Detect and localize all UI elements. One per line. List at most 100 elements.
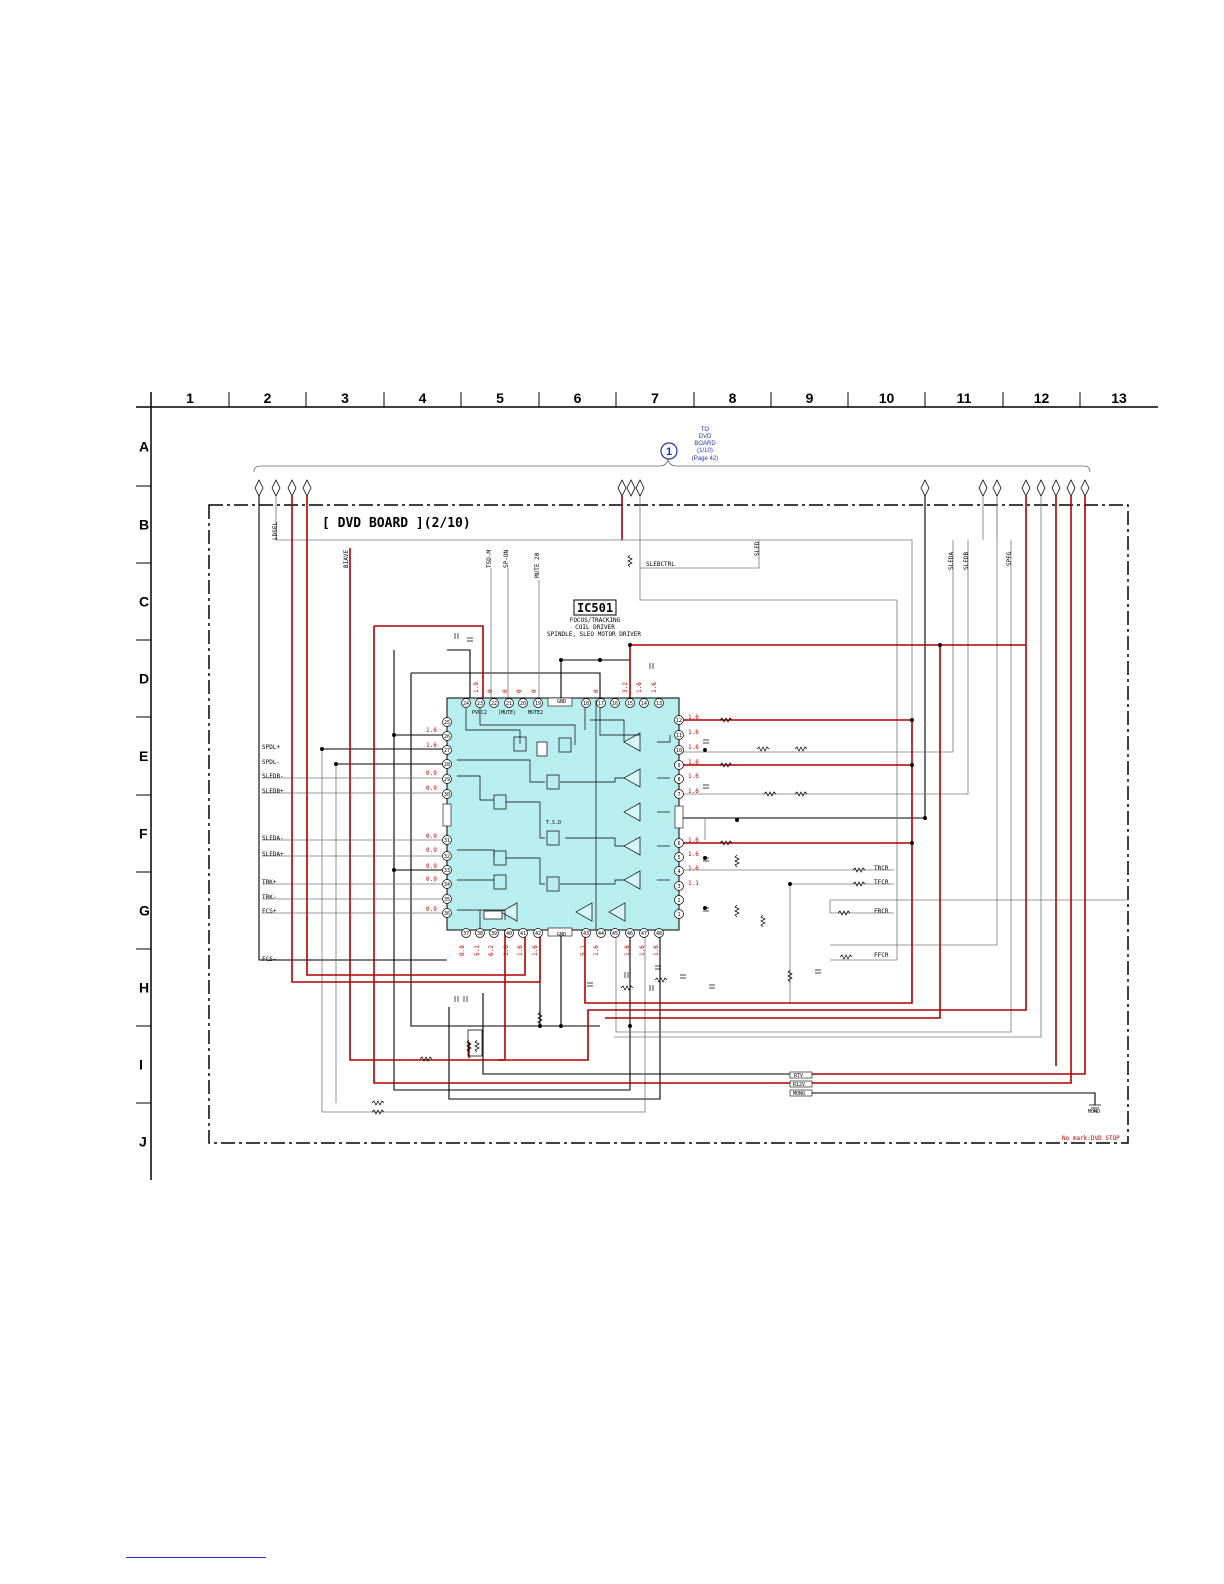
- svg-text:SLEDA-: SLEDA-: [262, 835, 284, 842]
- connector-destination: TO DVD BOARD (1/10) (Page 42): [692, 427, 718, 462]
- ic-pin: [654, 928, 664, 938]
- ic-pin: [610, 928, 620, 938]
- wire: [448, 930, 661, 1100]
- wire: [447, 649, 471, 698]
- junction-dot: [703, 856, 707, 860]
- svg-text:SPDL+: SPDL+: [262, 744, 280, 751]
- terminal-diamond: [626, 479, 636, 497]
- resistor: [794, 791, 808, 797]
- voltage-value: 1.6: [517, 945, 524, 956]
- ic-pin: [674, 715, 684, 725]
- ic-pin: [674, 909, 684, 919]
- switch-block: [558, 737, 572, 753]
- wire: [410, 673, 600, 1027]
- wire: [291, 496, 541, 983]
- ic-gnd-pad: [442, 803, 452, 827]
- voltage-value: 0: [531, 689, 538, 693]
- ic-pin-number: 26: [444, 734, 450, 740]
- wire: [498, 930, 506, 1061]
- resistor: [839, 954, 853, 960]
- ic-pin: [442, 865, 452, 875]
- column-label: 1: [186, 390, 194, 406]
- wire: [374, 625, 484, 698]
- svg-text:BIAVE: BIAVE: [343, 550, 350, 568]
- ic-pin-number: 6: [677, 841, 680, 847]
- junction-dot: [559, 658, 563, 662]
- switch-block: [546, 830, 560, 846]
- svg-text:(MUTE): (MUTE): [498, 710, 516, 716]
- connector-bracket: [253, 458, 1091, 473]
- capacitor: [649, 985, 654, 991]
- page-link-underline[interactable]: [126, 1557, 266, 1558]
- svg-text:SLEDA+: SLEDA+: [262, 851, 284, 858]
- voltage-value: 0: [487, 689, 494, 693]
- ic-pin: [625, 698, 635, 708]
- ic-internal-wire: [506, 857, 545, 885]
- ic-pin-number: 14: [641, 701, 647, 707]
- ic-pin: [674, 760, 684, 770]
- ic-internal-wire: [560, 777, 624, 783]
- voltage-value: 1.1: [688, 880, 699, 887]
- ic-pin: [674, 745, 684, 755]
- ic-pin: [442, 789, 452, 799]
- svg-text:TRCR: TRCR: [874, 865, 889, 872]
- svg-text:TO: TO: [701, 427, 710, 433]
- row-ticks: [136, 485, 151, 1104]
- wire: [258, 496, 447, 961]
- terminal-diamond: [287, 479, 297, 497]
- row-label: C: [139, 594, 149, 610]
- junction-dot: [938, 643, 942, 647]
- resistor: [627, 554, 633, 568]
- svg-text:TRK+: TRK+: [262, 879, 277, 886]
- ic-internal-wire: [506, 801, 545, 839]
- svg-text:LDSEL: LDSEL: [272, 522, 279, 540]
- resistor: [654, 977, 668, 983]
- ic-pin: [442, 879, 452, 889]
- voltage-value: 1.6: [688, 729, 699, 736]
- column-label: 5: [496, 390, 504, 406]
- ic-pin: [533, 928, 543, 938]
- svg-text:MUTE2: MUTE2: [528, 710, 543, 716]
- ic-pin: [442, 759, 452, 769]
- resistor: [371, 1109, 385, 1115]
- wire: [629, 644, 1026, 698]
- ic-pin: [442, 731, 452, 741]
- wire: [615, 540, 1012, 1033]
- wire: [614, 496, 1042, 1038]
- junction-dot: [910, 718, 914, 722]
- column-label: 7: [651, 390, 659, 406]
- junction-dot: [788, 882, 792, 886]
- connector-number: 1: [666, 446, 672, 458]
- ic-pin-number: 38: [477, 931, 483, 937]
- ic-pin: [674, 852, 684, 862]
- ic-pin-number: 19: [535, 701, 541, 707]
- ic501-label: IC501 FOCUS/TRACKING COIL DRIVER SPINDLE…: [547, 599, 641, 638]
- ic-pin-number: 48: [656, 931, 662, 937]
- resistor: [719, 762, 733, 768]
- svg-text:GND: GND: [557, 932, 566, 938]
- wire: [605, 645, 941, 1019]
- junction-dot: [910, 841, 914, 845]
- svg-text:SLEDB: SLEDB: [963, 552, 970, 570]
- ic-inner-labels: PVCC2 (MUTE) MUTE2 T.S.D GND GND: [472, 699, 566, 938]
- ic-pin: [442, 894, 452, 904]
- ic-pin-number: 17: [598, 701, 604, 707]
- voltage-value: 6.2: [488, 945, 495, 956]
- ic-internal-wire: [457, 909, 506, 920]
- terminal-diamond: [992, 479, 1002, 497]
- capacitor: [815, 969, 821, 974]
- ic-pin-number: 18: [583, 701, 589, 707]
- ic-pin-number: 46: [627, 931, 633, 937]
- left-signal-labels: SPDL+ SPDL- SLEDB- SLEDB+ SLEDA- SLEDA+ …: [262, 744, 284, 963]
- wire: [584, 720, 913, 1004]
- capacitor: [709, 984, 715, 989]
- ic-pin-number: 37: [463, 931, 469, 937]
- svg-text:SLED: SLED: [754, 541, 761, 556]
- top-signal-labels: LDSEL BIAVE TSD-M SP-ON MUTE 20 SLEBCTRL…: [272, 522, 1013, 578]
- ic-pin: [518, 698, 528, 708]
- ic-pin-number: 16: [612, 701, 618, 707]
- column-label: 4: [419, 390, 427, 406]
- ic-pin: [639, 698, 649, 708]
- resistor: [466, 1039, 472, 1053]
